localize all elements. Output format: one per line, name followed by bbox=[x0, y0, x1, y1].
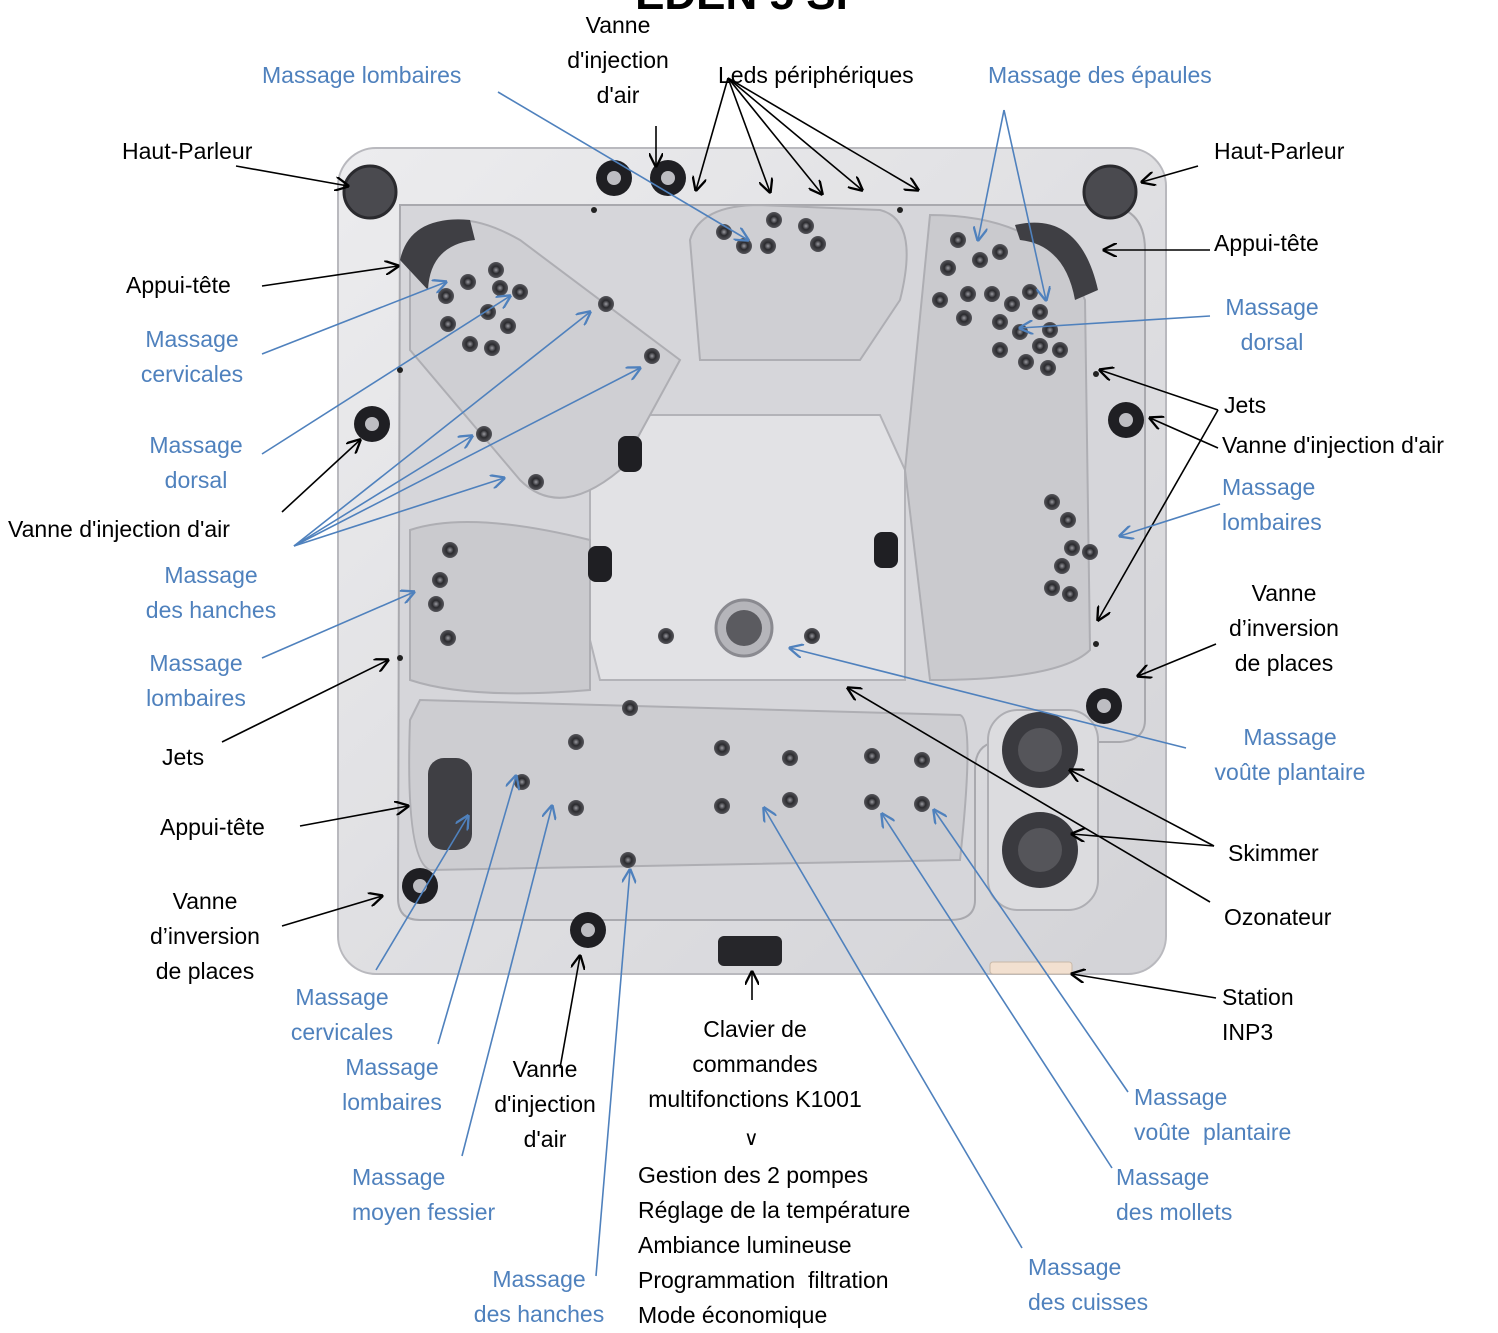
label-haut-parleur-left: Haut-Parleur bbox=[122, 134, 252, 169]
callout-arrow bbox=[262, 296, 510, 454]
label-haut-parleur-right: Haut-Parleur bbox=[1214, 134, 1344, 169]
callout-arrow bbox=[1150, 418, 1218, 448]
label-vanne-injection-bottom: Vanne d'injection d'air bbox=[480, 1052, 610, 1157]
callout-arrow bbox=[978, 110, 1004, 240]
callout-arrow bbox=[438, 776, 516, 1044]
label-vanne-inversion-right: Vanne d’inversion de places bbox=[1214, 576, 1354, 681]
label-massage-hanches-left: Massage des hanches bbox=[136, 558, 286, 628]
label-massage-lombaires-top: Massage lombaires bbox=[262, 58, 461, 93]
label-massage-voute-bottom: Massage voûte plantaire bbox=[1134, 1080, 1291, 1150]
label-jets-left: Jets bbox=[162, 740, 204, 775]
label-ozonateur: Ozonateur bbox=[1224, 900, 1331, 935]
callout-arrow bbox=[294, 478, 504, 546]
label-leds-peripheriques: Leds périphériques bbox=[718, 58, 914, 93]
label-massage-dorsal-right: Massage dorsal bbox=[1204, 290, 1340, 360]
callout-arrow bbox=[882, 814, 1112, 1168]
callout-arrow bbox=[300, 806, 408, 826]
callout-arrow bbox=[728, 78, 822, 194]
label-massage-dorsal-left: Massage dorsal bbox=[128, 428, 264, 498]
label-clavier-commandes: Clavier de commandes multifonctions K100… bbox=[620, 1012, 890, 1117]
callout-arrow bbox=[262, 282, 446, 354]
label-massage-cervicales-bottom: Massage cervicales bbox=[272, 980, 412, 1050]
label-vanne-inversion-left: Vanne d’inversion de places bbox=[140, 884, 270, 989]
callout-arrow bbox=[1120, 504, 1220, 536]
label-vanne-injection-left: Vanne d'injection d'air bbox=[8, 512, 230, 547]
label-station-inp3: Station INP3 bbox=[1222, 980, 1294, 1050]
chevron-down-icon: ∨ bbox=[744, 1122, 759, 1157]
label-appui-tete-bottom: Appui-tête bbox=[160, 810, 265, 845]
callout-arrow bbox=[376, 816, 468, 970]
label-appui-tete-left: Appui-tête bbox=[126, 268, 231, 303]
label-skimmer: Skimmer bbox=[1228, 836, 1319, 871]
callout-arrow bbox=[294, 368, 640, 546]
callout-arrow bbox=[1100, 370, 1218, 410]
label-jets-right: Jets bbox=[1224, 388, 1266, 423]
label-massage-cuisses: Massage des cuisses bbox=[1028, 1250, 1148, 1320]
callout-arrow bbox=[282, 896, 382, 926]
label-massage-hanches-bottom: Massage des hanches bbox=[464, 1262, 614, 1332]
label-massage-lombaires-bottom: Massage lombaires bbox=[324, 1050, 460, 1120]
callout-arrow bbox=[236, 166, 348, 186]
label-massage-moyen-fessier: Massage moyen fessier bbox=[352, 1160, 495, 1230]
callout-arrow bbox=[848, 688, 1210, 902]
callout-arrow bbox=[1142, 166, 1198, 182]
callout-arrow bbox=[790, 648, 1186, 748]
callout-arrow bbox=[1138, 644, 1216, 676]
label-vanne-injection-top: Vanne d'injection d'air bbox=[553, 8, 683, 113]
callout-arrow bbox=[1072, 974, 1216, 998]
callout-arrow bbox=[1020, 316, 1210, 328]
label-massage-cervicales-left: Massage cervicales bbox=[124, 322, 260, 392]
callout-arrow bbox=[294, 312, 590, 546]
callout-arrow bbox=[262, 266, 398, 286]
callout-arrow bbox=[1072, 834, 1214, 846]
callout-arrow bbox=[294, 436, 472, 546]
label-vanne-injection-right: Vanne d'injection d'air bbox=[1222, 428, 1444, 463]
label-features-list: Gestion des 2 pompes Réglage de la tempé… bbox=[638, 1158, 910, 1333]
callout-arrow bbox=[934, 810, 1128, 1092]
callout-arrow bbox=[1098, 410, 1218, 620]
label-massage-lombaires-right: Massage lombaires bbox=[1222, 470, 1322, 540]
callout-arrow bbox=[498, 92, 748, 240]
label-appui-tete-right: Appui-tête bbox=[1214, 226, 1319, 261]
callout-arrow bbox=[1004, 110, 1046, 300]
label-massage-mollets: Massage des mollets bbox=[1116, 1160, 1232, 1230]
callout-arrow bbox=[728, 78, 918, 190]
label-massage-epaules: Massage des épaules bbox=[988, 58, 1212, 93]
callout-arrow bbox=[282, 440, 360, 512]
label-massage-lombaires-left: Massage lombaires bbox=[126, 646, 266, 716]
label-massage-voute-right: Massage voûte plantaire bbox=[1190, 720, 1390, 790]
callout-arrow bbox=[696, 78, 728, 190]
